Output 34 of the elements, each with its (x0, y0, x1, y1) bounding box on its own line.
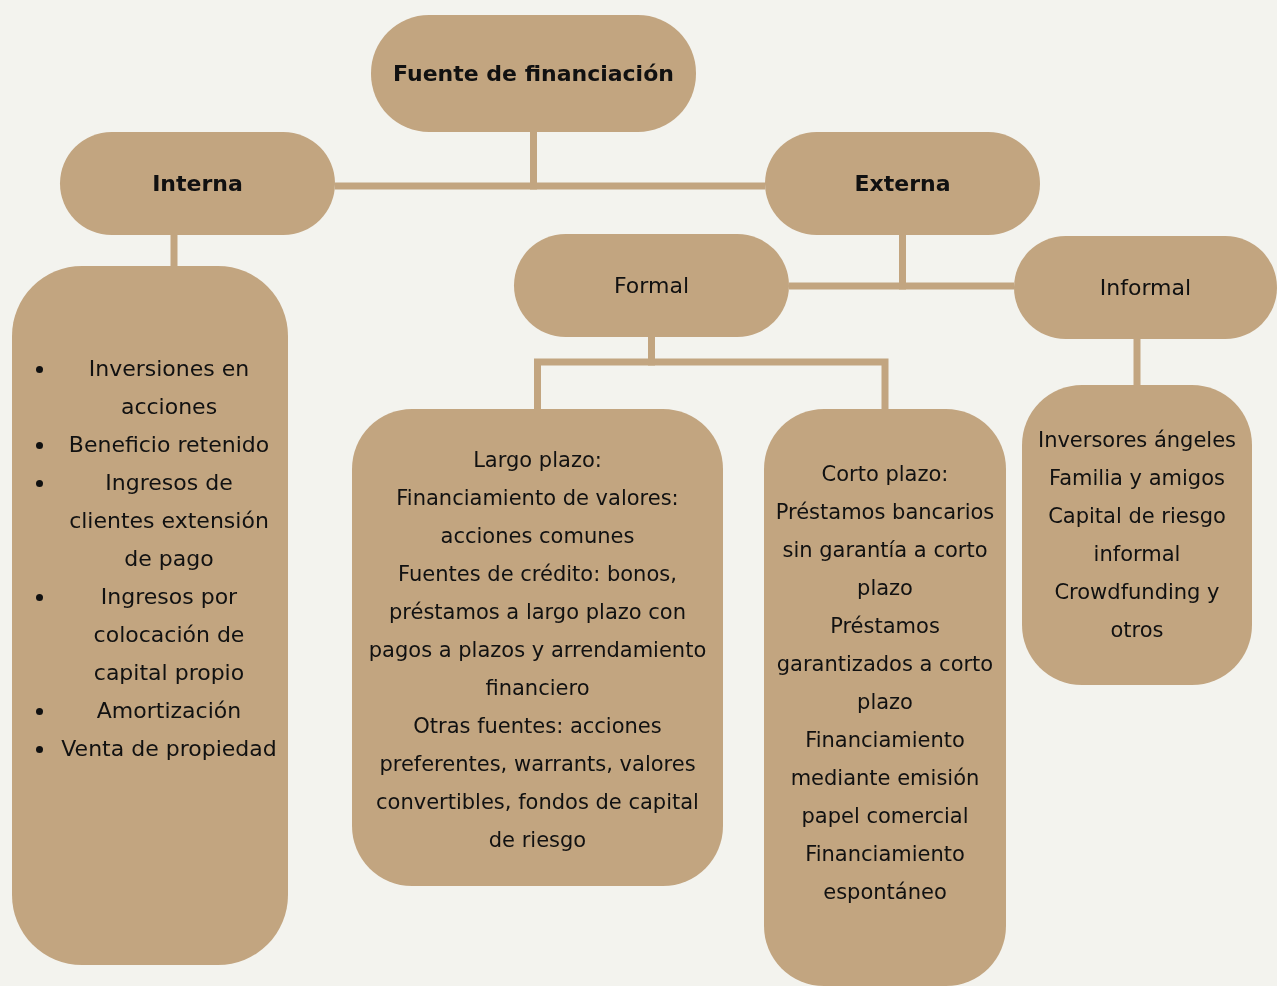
node-text: Préstamos garantizados a corto plazo (775, 613, 995, 716)
node-text: Crowdfunding y otros (1053, 579, 1221, 644)
list-box (12, 266, 288, 965)
node-text: Inversores ángeles (1037, 427, 1237, 454)
node-text: Informal (1099, 273, 1192, 302)
connector-line (1133, 339, 1141, 385)
node-text: Formal (614, 271, 689, 300)
list-item: Venta de propiedad (16, 730, 284, 768)
list-item: Ingresos por colocación de capital propio (16, 578, 284, 692)
node-text: Familia y amigos (1049, 465, 1225, 492)
node-text: Capital de riesgo informal (1047, 503, 1227, 568)
list-item: Amortización (16, 692, 284, 730)
node-text: Otras fuentes: acciones preferentes, warrants, valores convertibles, fondos de capital de riesgo (375, 713, 700, 854)
connector-line (530, 132, 765, 190)
node-title: Externa (854, 169, 951, 198)
node-text: Largo plazo: (473, 447, 602, 474)
connector-line (170, 235, 178, 266)
rounded-box (352, 409, 723, 886)
node-text: Financiamiento espontáneo (804, 841, 966, 906)
node-title: Fuente de financiación (393, 59, 674, 88)
node-text: Financiamiento de valores: acciones comunes (395, 485, 680, 550)
connector-line (648, 337, 889, 409)
rounded-box (1022, 385, 1252, 685)
node-text: Fuentes de crédito: bonos, préstamos a largo plazo con pagos a plazos y arrendamiento financiero (367, 561, 708, 702)
node-text: Financiamiento mediante emisión papel comercial (789, 727, 981, 830)
rounded-box (764, 409, 1006, 986)
list-item: Beneficio retenido (16, 426, 284, 464)
node-title: Interna (152, 169, 243, 198)
list-item: Ingresos de clientes extensión de pago (16, 464, 284, 578)
rounded-box (1014, 236, 1277, 339)
list-item: Inversiones en acciones (16, 350, 284, 426)
node-text: Préstamos bancarios sin garantía a corto plazo (774, 499, 996, 602)
node-text: Corto plazo: (821, 461, 949, 488)
connector-line (899, 235, 1014, 290)
